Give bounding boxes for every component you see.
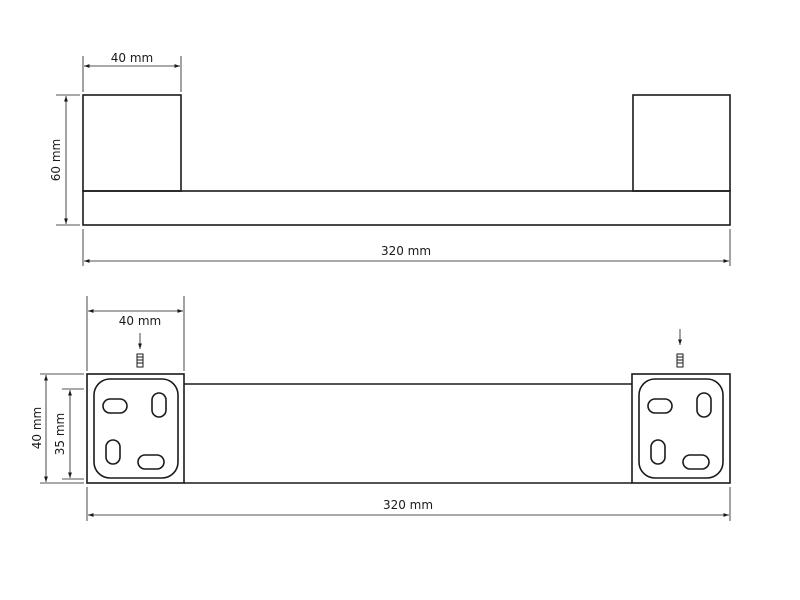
slot-hole — [105, 439, 121, 465]
slot-hole — [682, 454, 710, 470]
right-post — [632, 94, 731, 192]
plan-view: 40 mm 40 mm 35 mm 320 mm — [30, 296, 731, 521]
dim-label-bottom-outer-height: 40 mm — [30, 407, 44, 449]
slot-hole — [647, 398, 673, 414]
side-elevation-view: 40 mm 60 mm 320 mm — [49, 51, 731, 266]
slot-hole — [650, 439, 666, 465]
dim-label-bottom-inner-height: 35 mm — [53, 413, 67, 455]
left-post — [82, 94, 182, 192]
right-mount-block — [631, 373, 731, 484]
slot-hole — [137, 454, 165, 470]
right-mounting-plate — [638, 378, 724, 479]
slot-hole — [151, 392, 167, 418]
slot-hole — [102, 398, 128, 414]
left-mounting-plate — [93, 378, 179, 479]
left-screw-icon — [136, 333, 144, 368]
dim-label-top-width: 40 mm — [111, 51, 153, 65]
slot-hole — [696, 392, 712, 418]
dim-label-bottom-width: 40 mm — [119, 314, 161, 328]
dim-label-top-height: 60 mm — [49, 139, 63, 181]
left-mount-block — [86, 373, 185, 484]
dim-label-bottom-length: 320 mm — [383, 498, 433, 512]
dim-label-top-length: 320 mm — [381, 244, 431, 258]
right-screw-icon — [676, 329, 684, 368]
handle-bar — [82, 190, 731, 226]
